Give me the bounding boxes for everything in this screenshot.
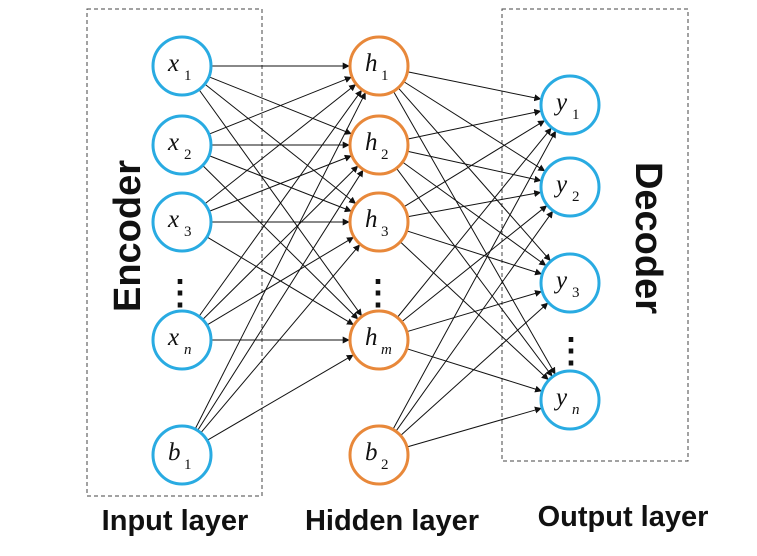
output-node-yn-subscript: n [572,402,580,418]
input-ellipsis: ⋮ [163,274,197,312]
hidden-node-h2-circle [348,114,410,176]
edge-hidden-1-output-2 [402,161,547,266]
hidden-node-h2-symbol: h [365,129,378,156]
input-node-xn-symbol: x [167,324,179,351]
hidden-node-hm-symbol: h [365,324,378,351]
edge-hidden-0-output-0 [407,71,542,102]
edge-hidden-4-output-0 [392,130,557,430]
hidden-node-h1-circle [348,35,410,97]
edge-input-4-hidden-3 [206,354,354,441]
input-bias-node-subscript: 1 [184,457,192,473]
edge-hidden-3-output-1 [401,205,548,323]
edge-input-4-hidden-1 [197,169,364,431]
hidden-bias-node-symbol: b [365,439,378,466]
output-node-y1-subscript: 1 [572,107,580,123]
edge-hidden-2-output-3 [399,241,549,380]
edge-hidden-0-output-3 [392,90,556,375]
output-node-y1-circle [539,74,601,136]
hidden-node-h3-subscript: 3 [381,224,389,240]
hidden-node-h3-circle [348,191,410,253]
edge-hidden-4-output-2 [400,302,549,436]
input-bias-node-circle [151,424,213,486]
input-node-x1-symbol: x [167,50,179,77]
encoder-box [86,8,263,497]
input-node-xn-subscript: n [184,342,192,358]
edge-hidden-3-output-0 [396,127,552,318]
hidden-node-h2-subscript: 2 [381,147,389,163]
hidden-ellipsis: ⋮ [361,274,395,312]
edge-hidden-4-output-1 [395,210,554,432]
input-node-x2-symbol: x [167,129,179,156]
input-node-x1-circle [151,35,213,97]
edge-input-1-hidden-0 [208,76,352,135]
hidden-node-hm-subscript: m [381,342,392,358]
output-node-y3-subscript: 3 [572,285,580,301]
hidden-node-h1-symbol: h [365,50,378,77]
input-node-x1-subscript: 1 [184,68,192,84]
input-node-xn-circle [151,309,213,371]
edge-hidden-0-output-2 [397,87,551,262]
output-node-y3-symbol: y [553,267,568,294]
edge-hidden-2-output-0 [403,120,545,208]
output-node-yn-symbol: y [553,384,568,411]
edge-hidden-1-output-3 [395,167,553,377]
hidden-node-hm-circle [348,309,410,371]
edge-input-2-hidden-0 [204,84,357,205]
hidden-layer-label: Hidden layer [305,505,479,537]
edge-hidden-3-output-2 [406,290,542,333]
input-bias-node-symbol: b [168,439,181,466]
edge-hidden-4-output-3 [406,406,542,448]
output-node-yn-circle [539,369,601,431]
encoder-label: Encoder [107,160,149,312]
connection-edges [194,62,557,448]
output-node-y3-circle [539,252,601,314]
edge-hidden-1-output-0 [407,108,542,140]
input-node-x2-subscript: 2 [184,147,192,163]
hidden-node-h3-symbol: h [365,206,378,233]
edge-hidden-2-output-1 [407,190,542,218]
edge-input-4-hidden-2 [200,244,361,434]
edge-input-4-hidden-0 [194,92,366,430]
edge-hidden-0-output-1 [403,81,546,172]
output-ellipsis: ⋮ [554,332,588,370]
input-node-x3-circle [151,191,213,253]
input-node-x2-circle [151,114,213,176]
decoder-label: Decoder [627,162,669,314]
edge-input-3-hidden-2 [206,236,354,326]
edge-hidden-1-output-1 [407,150,542,183]
output-node-y2-subscript: 2 [572,189,580,205]
input-node-x3-subscript: 3 [184,224,192,240]
edge-input-3-hidden-1 [202,165,359,320]
edge-input-3-hidden-0 [198,89,362,317]
output-node-y1-symbol: y [553,89,568,116]
hidden-node-h1-subscript: 1 [381,68,389,84]
input-layer-label: Input layer [102,505,249,537]
decoder-box [501,8,689,462]
edge-input-2-hidden-1 [208,154,352,212]
output-node-y2-symbol: y [553,171,568,198]
edge-hidden-2-output-2 [406,230,543,276]
hidden-bias-node-subscript: 2 [381,457,389,473]
input-node-x3-symbol: x [167,206,179,233]
output-node-y2-circle [539,156,601,218]
hidden-bias-node-circle [348,424,410,486]
output-layer-label: Output layer [538,501,709,533]
